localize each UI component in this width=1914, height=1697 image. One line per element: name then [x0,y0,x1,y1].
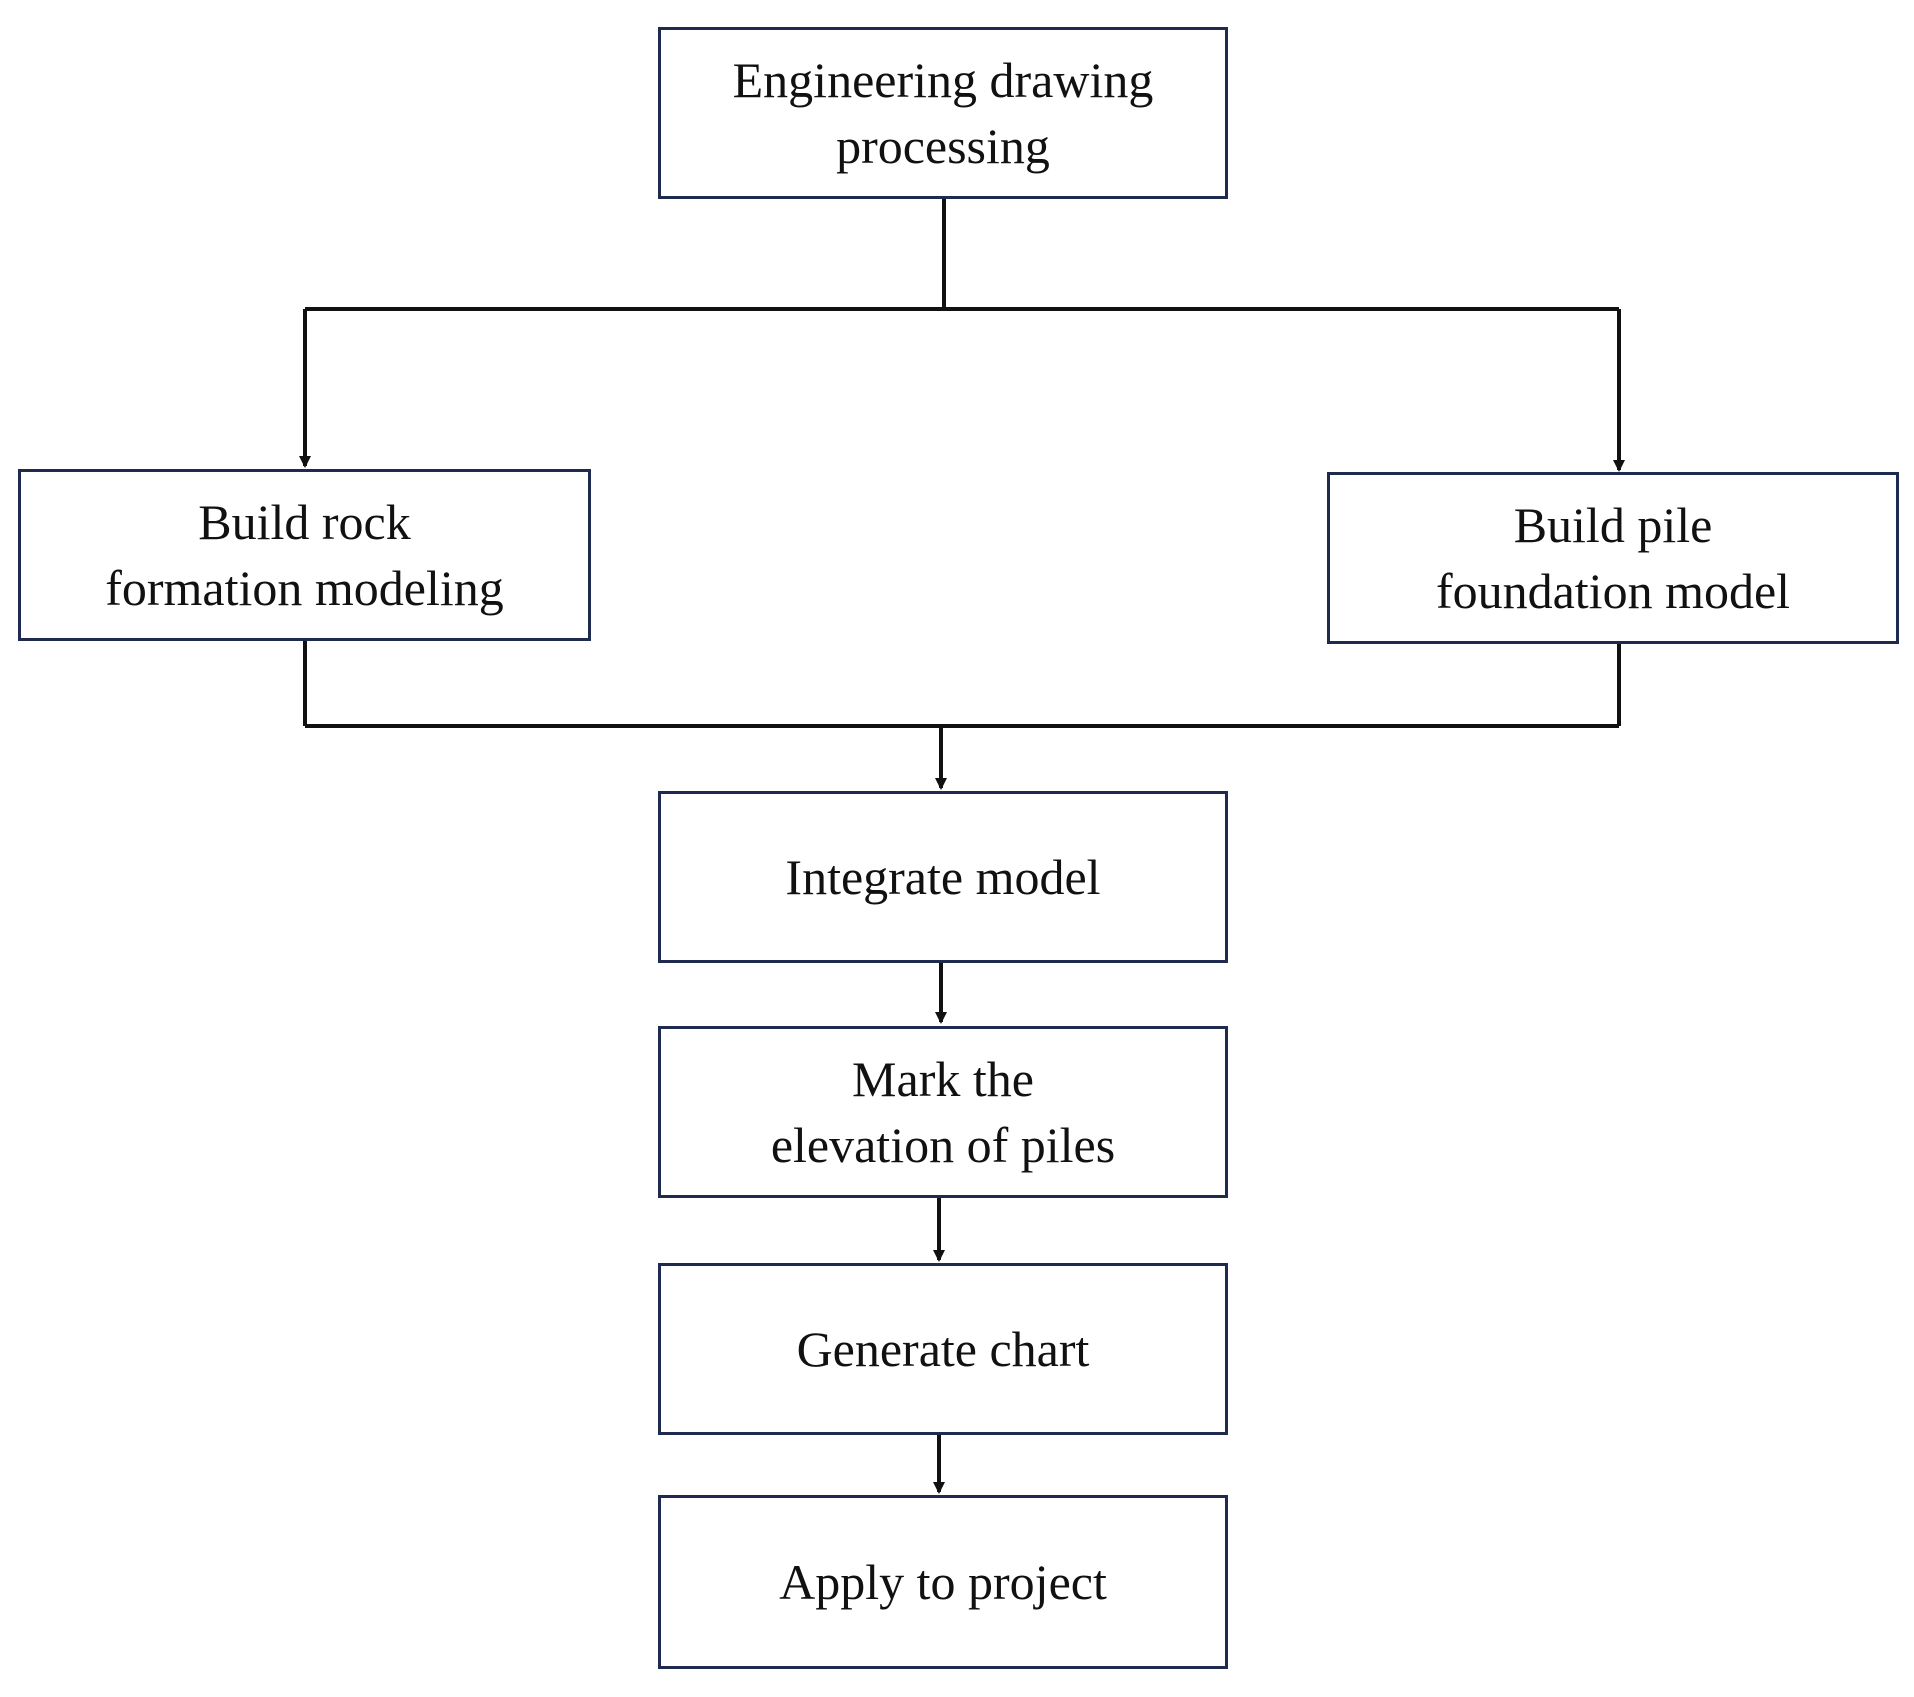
node-generate-chart: Generate chart [658,1263,1228,1435]
node-apply-to-project: Apply to project [658,1495,1228,1669]
node-label: Build pile foundation model [1435,497,1791,619]
node-engineering-drawing-processing: Engineering drawing processing [658,27,1228,199]
node-label: Generate chart [796,1321,1090,1377]
node-build-pile-foundation: Build pile foundation model [1327,472,1899,644]
node-integrate-model: Integrate model [658,791,1228,963]
node-label: Integrate model [785,849,1101,905]
node-build-rock-formation: Build rock formation modeling [18,469,591,641]
node-mark-elevation-of-piles: Mark the elevation of piles [658,1026,1228,1198]
node-label: Engineering drawing processing [732,52,1154,174]
node-label: Mark the elevation of piles [770,1051,1116,1173]
node-label: Apply to project [779,1554,1107,1610]
node-label: Build rock formation modeling [105,494,504,616]
